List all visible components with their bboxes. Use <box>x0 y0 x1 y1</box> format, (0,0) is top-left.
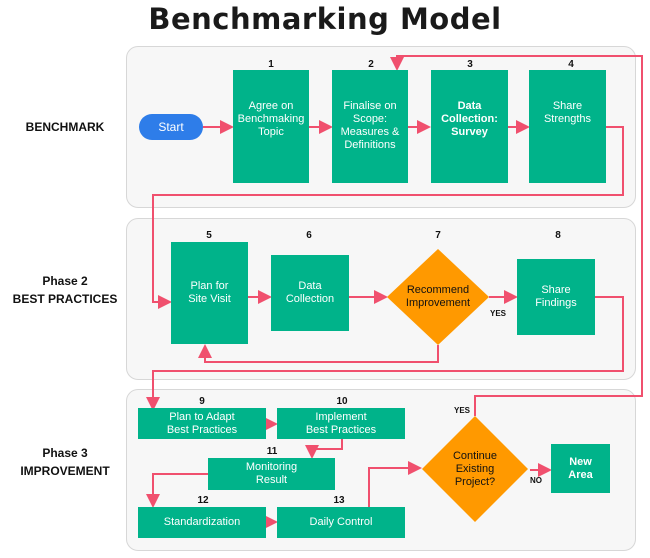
arrow-13-decision <box>368 461 422 508</box>
arrow-7-5-loop <box>198 344 439 363</box>
step-9-box: Plan to Adapt Best Practices <box>138 408 266 439</box>
step-3-number: 3 <box>467 59 473 70</box>
step-8-box: Share Findings <box>517 259 595 335</box>
step-1-box: Agree on Benchmaking Topic <box>233 70 309 183</box>
step-6-box: Data Collection <box>271 255 349 331</box>
yes-label-2: YES <box>454 406 471 415</box>
arrow-4-5 <box>152 126 624 309</box>
yes-label-1: YES <box>490 309 507 318</box>
continue-decision-label: Continue Existing Project? <box>452 449 498 488</box>
step-3-box: Data Collection: Survey <box>431 70 508 183</box>
step-12-box: Standardization <box>138 507 266 538</box>
phase-2-label: Phase 2 BEST PRACTICES <box>12 274 118 306</box>
step-11-number: 11 <box>266 446 278 457</box>
arrow-11-12 <box>146 473 208 508</box>
decision-diamond-continue <box>422 416 528 522</box>
start-node: Start <box>139 114 203 140</box>
step-10-number: 10 <box>336 396 348 407</box>
step-4-box: Share Strengths <box>529 70 606 183</box>
no-label: NO <box>530 476 542 485</box>
step-9-number: 9 <box>199 396 205 407</box>
phase-1-label: BENCHMARK <box>25 120 105 134</box>
step-1-number: 1 <box>268 59 274 70</box>
step-10-box: Implement Best Practices <box>277 408 405 439</box>
step-13-number: 13 <box>333 495 345 506</box>
step-2-number: 2 <box>368 59 374 70</box>
phase-3-label: Phase 3 IMPROVEMENT <box>20 446 110 478</box>
step-8-number: 8 <box>555 230 561 241</box>
arrow-10-11 <box>305 439 343 459</box>
step-12-number: 12 <box>197 495 209 506</box>
arrow-yes-loop <box>390 55 643 416</box>
step-5-number: 5 <box>206 230 212 241</box>
step-7-number: 7 <box>435 230 441 241</box>
new-area-box: New Area <box>551 444 610 493</box>
step-7-label: Recommend Improvement <box>405 284 471 309</box>
decision-diamond-7 <box>387 249 489 345</box>
arrow-8-9 <box>146 296 624 411</box>
diagram-title: Benchmarking Model <box>148 2 502 36</box>
step-6-number: 6 <box>306 230 312 241</box>
step-5-box: Plan for Site Visit <box>171 242 248 344</box>
step-4-number: 4 <box>568 59 574 70</box>
step-2-box: Finalise on Scope: Measures & Definition… <box>332 70 408 183</box>
step-13-box: Daily Control <box>277 507 405 538</box>
step-11-box: Monitoring Result <box>208 458 335 490</box>
